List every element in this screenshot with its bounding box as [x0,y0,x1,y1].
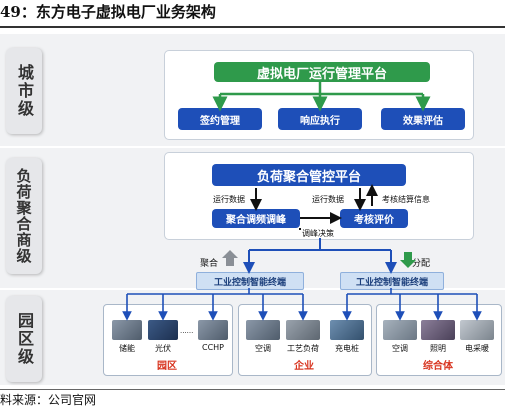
vpp-tree-lines [212,82,431,112]
item-storage: 储能 [119,344,135,353]
module-evaluation: 效果评估 [381,108,465,130]
storage-image [112,320,142,340]
scheduling-box: 聚合调频调峰 [212,209,300,228]
solar-image [148,320,178,340]
more-ellipsis: ...... [180,327,194,335]
terminal-lines [243,238,397,274]
electric-heating-image [460,320,494,340]
evaluation-box: 考核评价 [340,209,408,228]
item-ac: 空调 [255,344,271,353]
item-cchp: CCHP [201,343,224,352]
vpp-platform-box: 虚拟电厂运行管理平台 [214,62,430,82]
group-name-enterprise: 企业 [294,361,314,372]
item-ac-2: 空调 [392,344,408,353]
process-load-image [286,320,320,340]
aggregator-flow-lines [250,184,378,230]
item-electric-heating: 电采暖 [465,344,489,353]
distribute-label: 分配 [412,259,431,269]
aggregation-platform-box: 负荷聚合管控平台 [212,164,406,186]
distribute-arrow [400,252,416,268]
run-data-label-left: 运行数据 [213,195,245,204]
module-response: 响应执行 [278,108,362,130]
item-solar: 光伏 [155,344,171,353]
group-lines [122,288,482,321]
layer-label-aggregator: 负荷聚合商级 [6,158,42,274]
item-charging-pile: 充电桩 [335,344,359,353]
layer-label-park: 园区级 [6,296,42,382]
aggregate-arrow [222,250,238,266]
figure-title: 49：东方电子虚拟电厂业务架构 [0,3,216,21]
decision-label: 调峰决策 [302,229,334,238]
title-divider [0,26,505,28]
item-lighting: 照明 [430,344,446,353]
charging-pile-image [330,320,364,340]
source-note: 料来源：公司官网 [0,393,97,407]
cchp-image [198,320,228,340]
run-data-label-mid: 运行数据 [312,195,344,204]
group-name-park: 园区 [157,361,177,372]
module-signing: 签约管理 [178,108,262,130]
ac-image-2 [383,320,417,340]
layer-label-city: 城市级 [6,48,42,134]
lighting-image [421,320,455,340]
ac-image [246,320,280,340]
source-divider [0,389,505,390]
group-name-complex: 综合体 [423,361,453,372]
aggregate-label: 聚合 [200,259,219,269]
settlement-info-label: 考核结算信息 [382,195,430,204]
item-process-load: 工艺负荷 [287,344,319,353]
